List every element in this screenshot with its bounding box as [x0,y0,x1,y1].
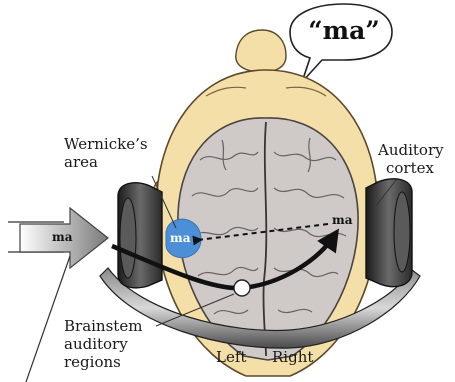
wernicke-blob-label: ma [170,231,190,245]
cortex-label: ma [332,213,352,227]
speech-text: “ma” [308,16,380,45]
brainstem-label-1: Brainstem [64,318,142,335]
right-hemisphere-label: Right [272,349,313,366]
wernicke-label-2: area [64,154,98,171]
left-hemisphere-label: Left [216,349,246,366]
brainstem-circle [234,280,250,296]
brainstem-label-2: auditory [64,336,128,353]
auditory-label-2: cortex [386,160,434,177]
brainstem-label-3: regions [64,354,121,371]
right-earcup [366,179,412,287]
auditory-label-1: Auditory [378,142,444,159]
input-arrow-label: ma [52,230,72,244]
left-earcup [118,183,162,288]
wernicke-label-1: Wernicke’s [64,136,148,153]
